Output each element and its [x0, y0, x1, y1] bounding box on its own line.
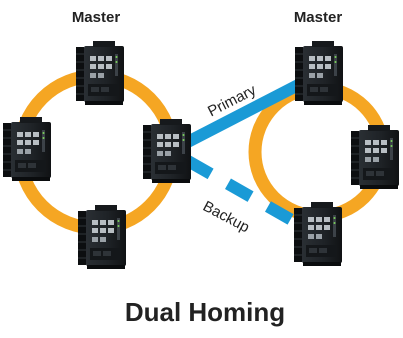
- switch-device-right: [350, 124, 400, 190]
- backup-label: Backup: [200, 198, 252, 237]
- backup-link: [185, 155, 321, 241]
- switch-device-bottom-left: [77, 204, 127, 270]
- diagram-title: Dual Homing: [125, 297, 285, 327]
- switch-device-top-left-master: [75, 40, 125, 106]
- switch-device-center: [142, 118, 192, 184]
- switch-device-bottom-right: [293, 201, 343, 267]
- master-label-right: Master: [294, 9, 343, 26]
- master-label-left: Master: [72, 9, 121, 26]
- primary-link: [173, 75, 309, 154]
- switch-device-top-right-master: [294, 40, 344, 106]
- switch-device-left: [2, 116, 52, 182]
